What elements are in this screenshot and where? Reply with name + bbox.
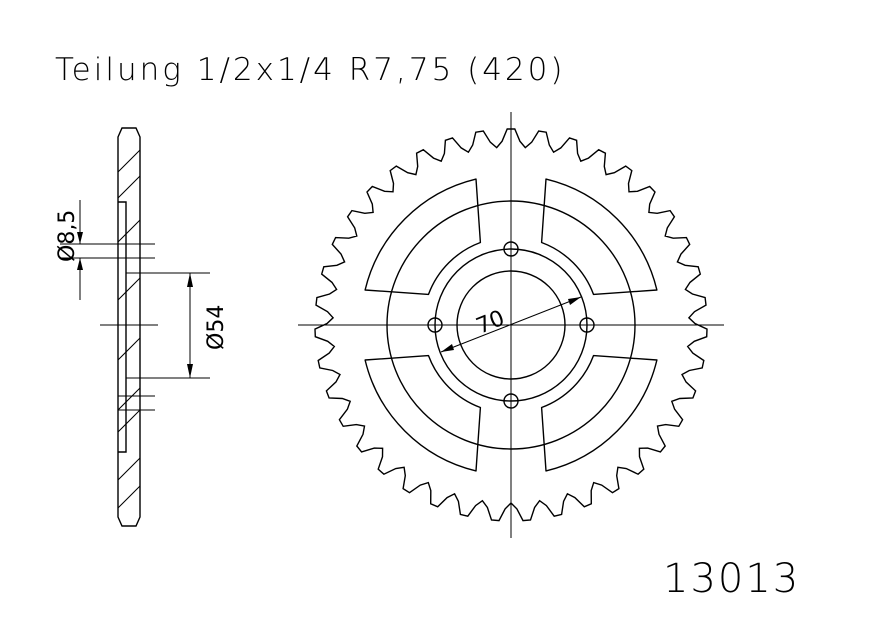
lightening-cutout — [540, 178, 658, 296]
bolt-circle-label: 70 — [473, 306, 508, 340]
lightening-cutout — [540, 354, 658, 472]
pitch-spec-title: Teilung 1/2x1/4 R7,75 (420) — [55, 52, 565, 88]
bolt-circle-dimension-line — [440, 296, 582, 353]
side-profile-outline — [117, 127, 141, 527]
side-hatching — [117, 149, 141, 509]
lightening-cutout — [364, 178, 482, 296]
center-bore-diameter-label: Ø54 — [204, 305, 229, 350]
lightening-cutouts — [364, 178, 658, 472]
part-number: 13013 — [663, 556, 800, 602]
side-hub-step — [118, 201, 127, 453]
bolt-hole-diameter-label: Ø8,5 — [55, 210, 80, 262]
side-view: Ø8,5 Ø54 — [55, 127, 229, 527]
front-view: 70 — [298, 112, 724, 538]
sprocket-teeth-outline — [314, 128, 708, 522]
lightening-cutout — [364, 354, 482, 472]
